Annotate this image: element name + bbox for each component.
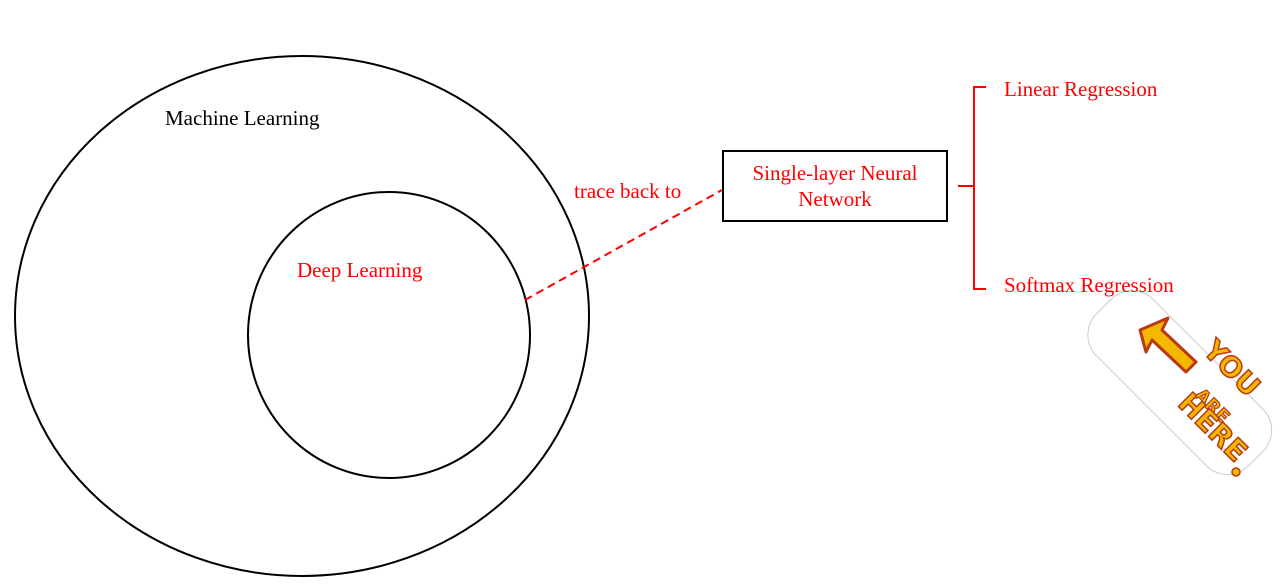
machine-learning-circle [14,55,590,577]
single-layer-neural-network-box: Single-layer Neural Network [722,150,948,222]
box-label-line1: Single-layer Neural [752,161,918,185]
deep-learning-label: Deep Learning [297,258,423,282]
box-label-line2: Network [798,187,872,211]
you-are-here-sticker: YOU ARE HERE [1087,290,1273,477]
linear-regression-label: Linear Regression [1004,77,1158,101]
branch-bracket [973,86,986,290]
sticker-dot [1231,467,1241,477]
softmax-regression-label: Softmax Regression [1004,273,1174,297]
trace-back-label: trace back to [574,179,682,203]
arrow-icon [1138,316,1198,374]
machine-learning-label: Machine Learning [165,106,320,130]
deep-learning-circle [247,191,531,479]
trace-back-connector [524,189,723,301]
